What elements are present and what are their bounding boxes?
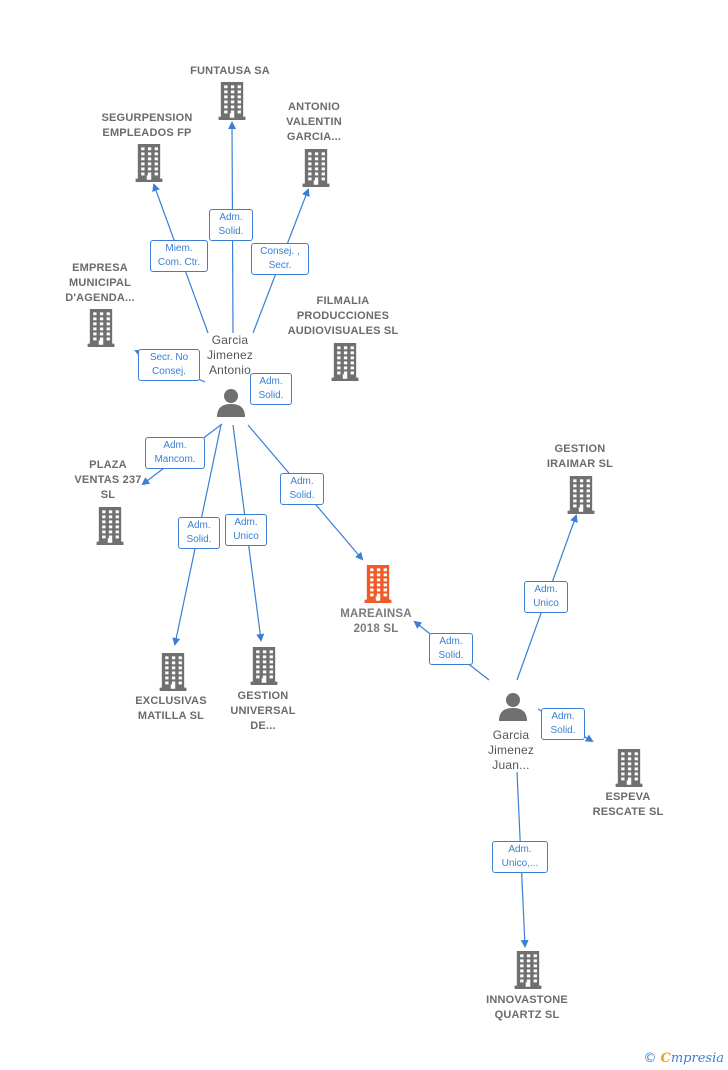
building-icon[interactable] bbox=[514, 951, 542, 994]
company-label-empresa-municipal[interactable]: EMPRESA MUNICIPAL D'AGENDA... bbox=[65, 262, 135, 304]
edge-label-filmalia[interactable]: Adm. Solid. bbox=[250, 373, 292, 405]
edge-label-innovastone[interactable]: Adm. Unico,... bbox=[492, 841, 548, 873]
building-icon[interactable] bbox=[135, 144, 163, 187]
company-label-segurpension[interactable]: SEGURPENSION EMPLEADOS FP bbox=[101, 112, 193, 139]
building-icon[interactable] bbox=[96, 507, 124, 550]
person-icon[interactable] bbox=[498, 692, 528, 727]
company-label-innovastone[interactable]: INNOVASTONE QUARTZ SL bbox=[486, 994, 568, 1021]
copyright-symbol: © bbox=[643, 1051, 657, 1066]
building-icon[interactable] bbox=[218, 82, 246, 125]
person-label-garcia-juan[interactable]: Garcia Jimenez Juan... bbox=[487, 728, 535, 772]
edge-label-antonio_valentin[interactable]: Consej. , Secr. bbox=[251, 243, 309, 275]
person-label-garcia-antonio[interactable]: Garcia Jimenez Antonio bbox=[206, 333, 254, 377]
company-label-gestion-universal[interactable]: GESTION UNIVERSAL DE... bbox=[230, 690, 296, 732]
building-icon[interactable] bbox=[87, 309, 115, 352]
edge-label-mareainsa[interactable]: Adm. Solid. bbox=[429, 633, 473, 665]
building-icon[interactable] bbox=[159, 653, 187, 696]
edge-label-segurpension[interactable]: Miem. Com. Ctr. bbox=[150, 240, 208, 272]
brand-logo-text: mpresia bbox=[670, 1051, 724, 1066]
edge-label-gestion_universal[interactable]: Adm. Unico bbox=[225, 514, 267, 546]
building-icon[interactable] bbox=[615, 749, 643, 792]
company-label-filmalia[interactable]: FILMALIA PRODUCCIONES AUDIOVISUALES SL bbox=[287, 295, 399, 337]
edge-label-espeva_rescate[interactable]: Adm. Solid. bbox=[541, 708, 585, 740]
brand-footer: ©Cmpresia bbox=[644, 1051, 725, 1066]
edge-label-mareainsa[interactable]: Adm. Solid. bbox=[280, 473, 324, 505]
edge-label-funtausa[interactable]: Adm. Solid. bbox=[209, 209, 253, 241]
building-icon[interactable] bbox=[364, 565, 392, 608]
person-icon[interactable] bbox=[216, 388, 246, 423]
company-label-antonio-valentin[interactable]: ANTONIO VALENTIN GARCIA... bbox=[286, 101, 342, 143]
company-label-funtausa[interactable]: FUNTAUSA SA bbox=[190, 65, 270, 77]
edge-label-plaza_ventas[interactable]: Adm. Mancom. bbox=[145, 437, 205, 469]
edge-label-empresa_municipal[interactable]: Secr. No Consej. bbox=[138, 349, 200, 381]
building-icon[interactable] bbox=[567, 476, 595, 519]
building-icon[interactable] bbox=[331, 343, 359, 386]
brand-logo-letter: C bbox=[660, 1051, 671, 1066]
company-label-espeva-rescate[interactable]: ESPEVA RESCATE SL bbox=[592, 791, 664, 818]
company-label-exclusivas-matilla[interactable]: EXCLUSIVAS MATILLA SL bbox=[135, 695, 207, 722]
company-label-mareainsa[interactable]: MAREAINSA 2018 SL bbox=[340, 608, 412, 635]
building-icon[interactable] bbox=[302, 149, 330, 192]
company-label-plaza-ventas[interactable]: PLAZA VENTAS 237 SL bbox=[74, 459, 142, 501]
building-icon[interactable] bbox=[250, 647, 278, 690]
edge-label-exclusivas_matilla[interactable]: Adm. Solid. bbox=[178, 517, 220, 549]
edge-label-gestion_iraimar[interactable]: Adm. Unico bbox=[524, 581, 568, 613]
company-label-gestion-iraimar[interactable]: GESTION IRAIMAR SL bbox=[546, 443, 614, 470]
